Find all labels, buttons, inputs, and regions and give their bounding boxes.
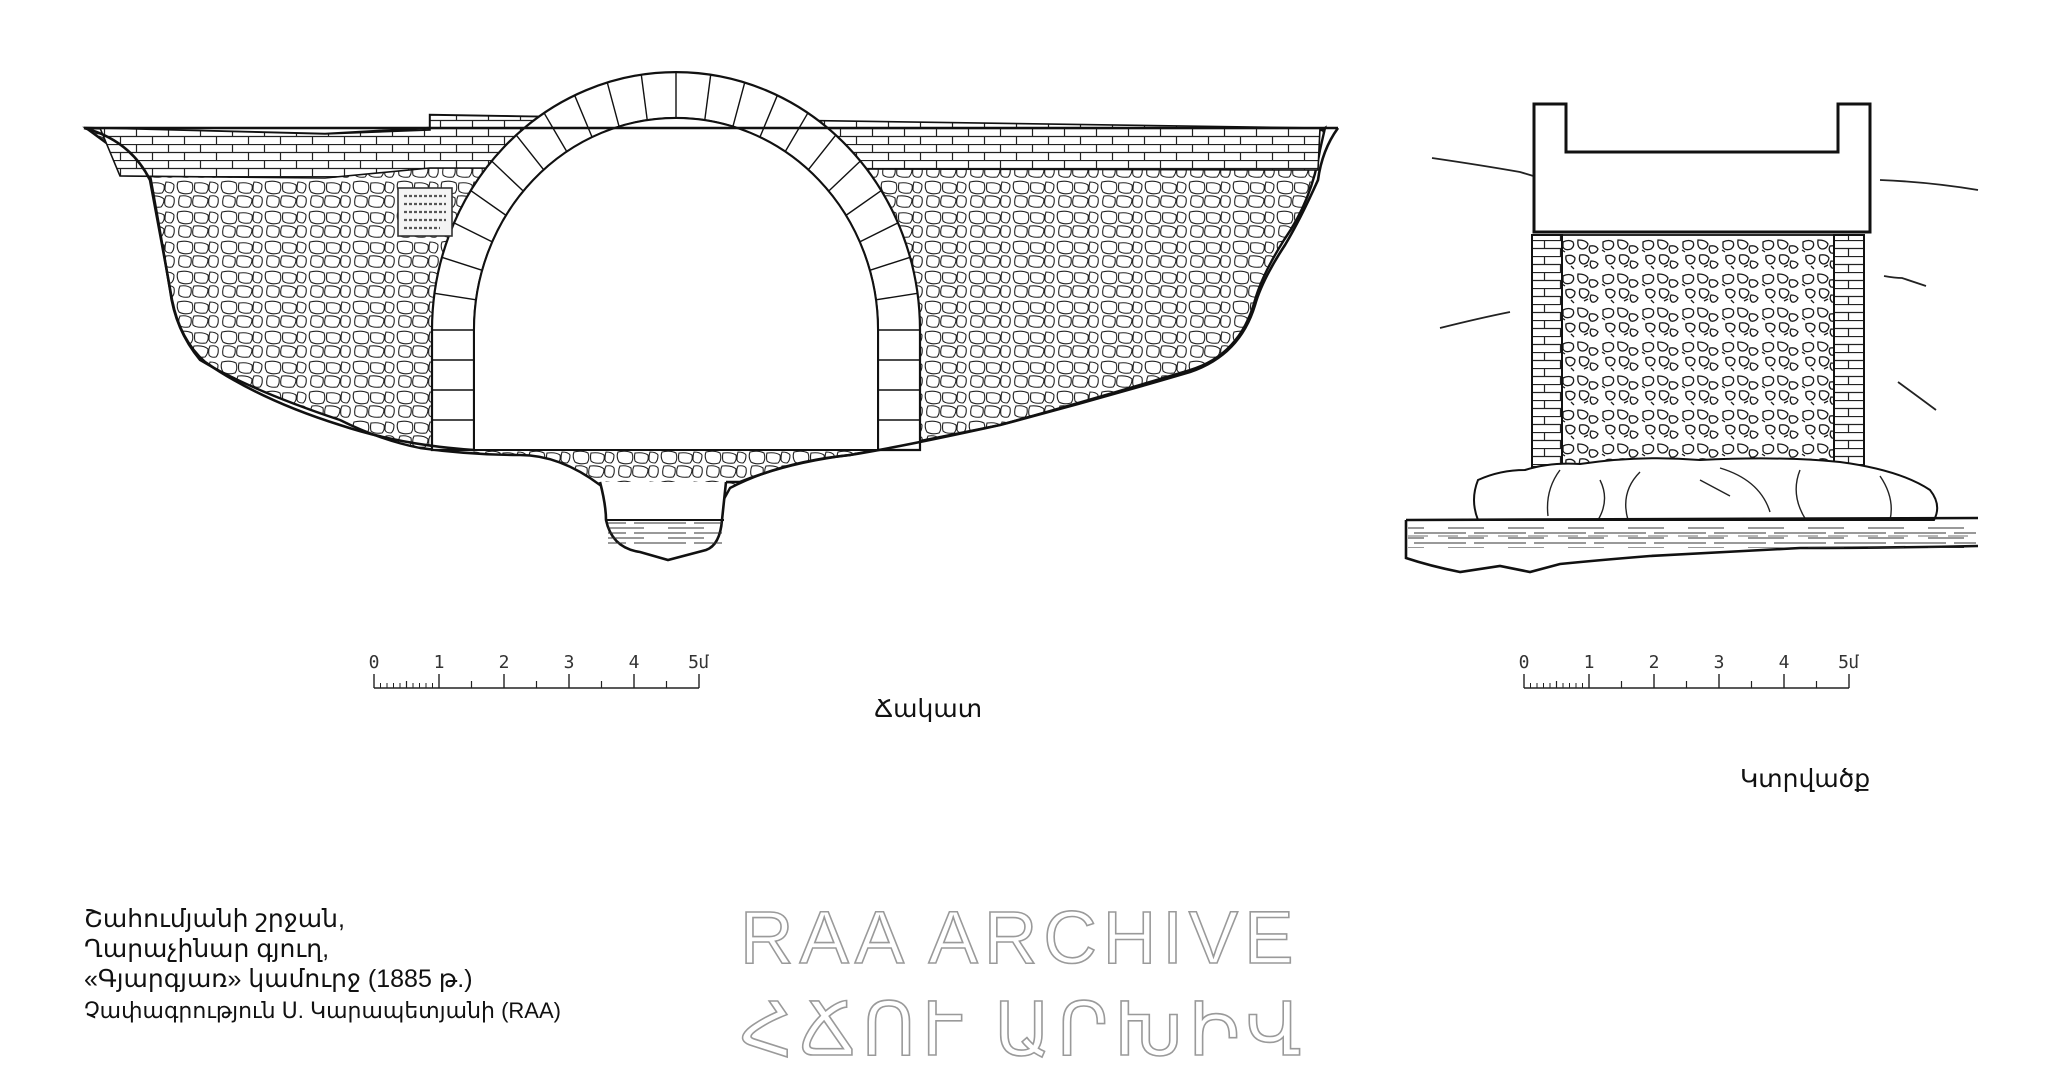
scale-tick-label: 1 [1584, 652, 1595, 673]
voussoir-joint [606, 82, 620, 127]
left-ground-line [83, 126, 475, 452]
drawing-caption: Շահումյանի շրջան, Ղարաչինար գյուղ, «Գյար… [84, 904, 561, 1026]
scale-tick-label: 3 [1714, 652, 1725, 673]
voussoir-joint [491, 160, 524, 192]
scale-tick-label: 0 [1519, 652, 1530, 673]
voussoir-joint [470, 189, 507, 216]
watermark-line-1: RAA ARCHIVE [739, 895, 1300, 980]
section-right-facing [1833, 234, 1865, 468]
voussoir-joint [441, 256, 483, 271]
arch-voussoir-joints [432, 72, 920, 421]
arch-opening [473, 117, 879, 451]
inscription-plaque [397, 187, 453, 237]
voussoir-joint [859, 222, 899, 243]
scale-tick-label: 2 [499, 652, 510, 673]
section-rubble-core [1561, 234, 1835, 468]
voussoir-joint [869, 256, 911, 271]
caption-line-2: Ղարաչինար գյուղ, [84, 935, 330, 963]
bridge-section [1404, 102, 1979, 574]
watermark-line-2: ՀՃՈՒ ԱՐԽԻՎ [739, 987, 1308, 1072]
caption-line-1: Շահումյանի շրջան, [84, 905, 345, 933]
voussoir-joint [434, 292, 477, 301]
section-water [1408, 526, 1976, 548]
facade-label: Ճակատ [874, 695, 983, 723]
voussoir-joint [759, 95, 779, 138]
voussoir-joint [807, 134, 837, 171]
voussoir-joint [640, 74, 648, 121]
archive-watermark: RAA ARCHIVE ՀՃՈՒ ԱՐԽԻՎ [739, 892, 1340, 1076]
caption-credit: Չափագրություն Ս. Կարապետյանի (RAA) [84, 998, 561, 1023]
scale-tick-label: 0 [369, 652, 380, 673]
voussoir-joint [845, 189, 882, 216]
scale-tick-label: 5մ [688, 652, 710, 673]
caption-line-3: «Գյարգյառ» կամուրջ (1885 թ.) [84, 965, 473, 993]
section-label: Կտրվածք [1740, 765, 1871, 793]
voussoir-joint [784, 112, 809, 153]
right-ground-line [726, 127, 1340, 484]
scale-tick-label: 5մ [1838, 652, 1860, 673]
section-left-facing [1531, 234, 1563, 468]
bridge-elevation [82, 70, 1340, 562]
voussoir-joint [573, 95, 593, 138]
section-foundation [1473, 457, 1939, 521]
scale-bar-section: 0 1 2 3 4 5մ [1519, 652, 1860, 689]
voussoir-joint [453, 222, 493, 243]
scale-bar-facade: 0 1 2 3 4 5մ [369, 652, 710, 689]
scale-tick-label: 3 [564, 652, 575, 673]
voussoir-joint [732, 82, 746, 127]
voussoir-joint [704, 74, 712, 121]
voussoir-joint [515, 134, 545, 171]
scale-tick-label: 1 [434, 652, 445, 673]
stream-water [608, 522, 722, 546]
voussoir-joint [828, 160, 861, 192]
scale-tick-label: 4 [629, 652, 640, 673]
scale-tick-label: 4 [1779, 652, 1790, 673]
voussoir-joint [875, 292, 918, 301]
voussoir-joint [543, 112, 568, 153]
scale-tick-label: 2 [1649, 652, 1660, 673]
section-deck [1532, 102, 1872, 234]
